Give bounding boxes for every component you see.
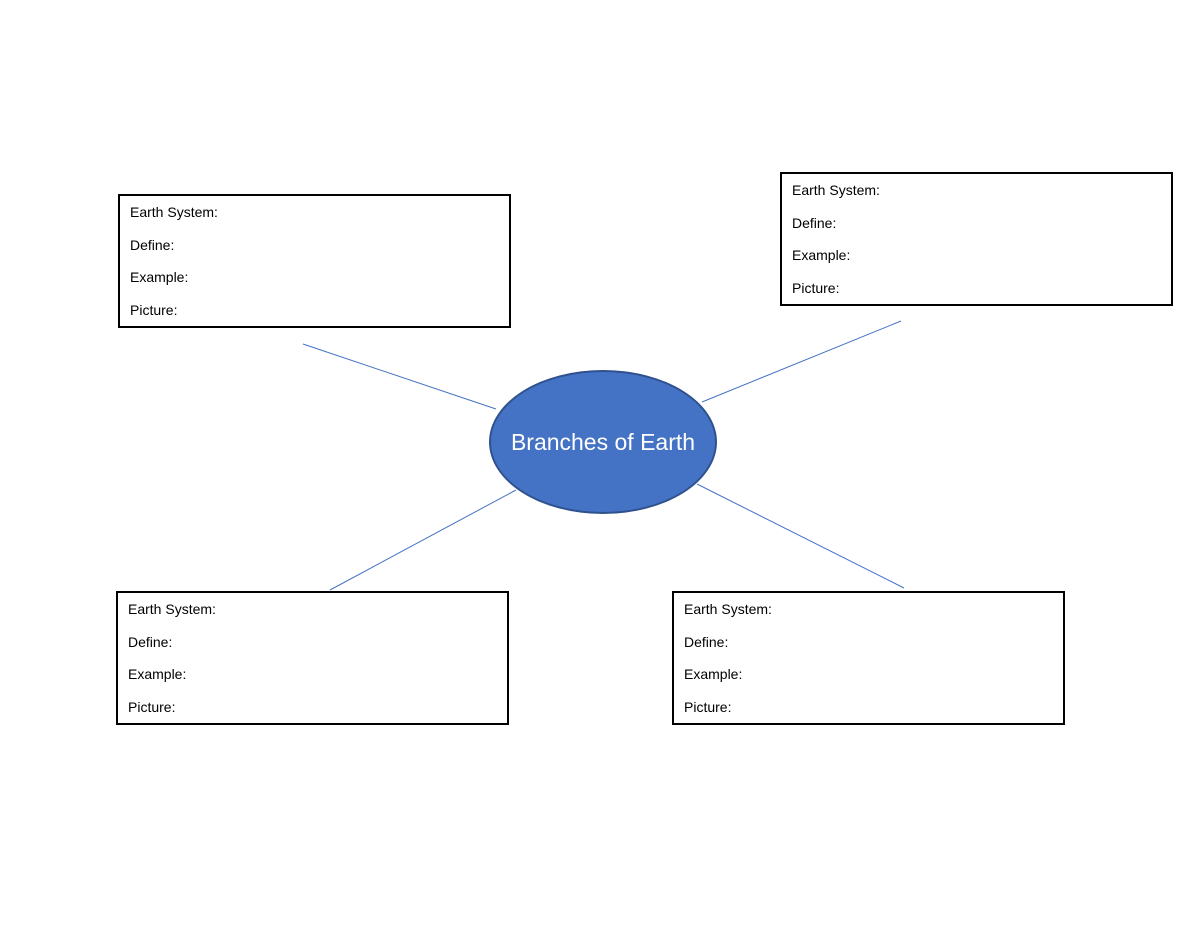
earth-system-label: Earth System: (130, 204, 218, 220)
earth-system-label: Earth System: (128, 601, 216, 617)
earth-system-label: Earth System: (684, 601, 772, 617)
picture-label: Picture: (792, 279, 840, 296)
define-label: Define: (684, 633, 729, 650)
picture-label: Picture: (128, 698, 176, 715)
connector-bottom-left (329, 489, 517, 591)
info-box-bottom-right: Earth System: Define: Example: Picture: (672, 591, 1065, 725)
picture-label: Picture: (684, 698, 732, 715)
connector-top-right (701, 320, 902, 403)
define-label: Define: (130, 236, 175, 253)
example-label: Example: (130, 269, 189, 286)
example-label: Example: (684, 666, 743, 683)
info-box-bottom-left: Earth System: Define: Example: Picture: (116, 591, 509, 725)
center-node: Branches of Earth (489, 370, 717, 514)
example-label: Example: (128, 666, 187, 683)
center-node-label: Branches of Earth (510, 428, 696, 455)
connector-top-left (302, 343, 497, 410)
info-box-top-right: Earth System: Define: Example: Picture: (780, 172, 1173, 306)
example-label: Example: (792, 247, 851, 264)
earth-system-label: Earth System: (792, 182, 880, 198)
define-label: Define: (128, 633, 173, 650)
define-label: Define: (792, 214, 837, 231)
info-box-top-left: Earth System: Define: Example: Picture: (118, 194, 511, 328)
connector-bottom-right (696, 483, 905, 589)
picture-label: Picture: (130, 301, 178, 318)
